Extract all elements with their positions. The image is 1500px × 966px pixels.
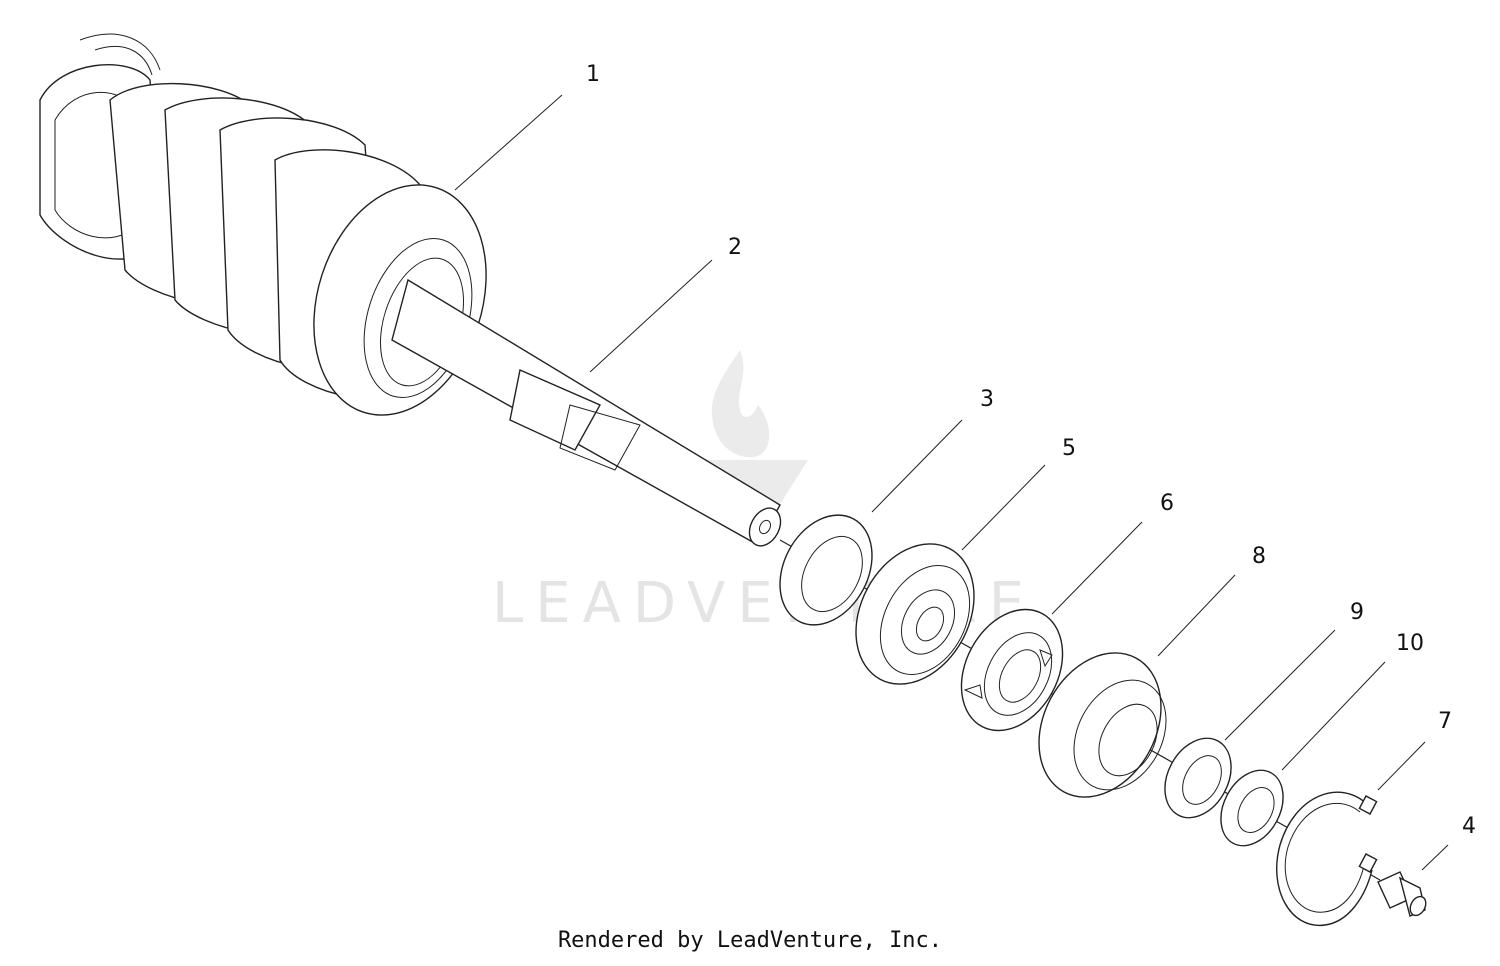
leader-2 xyxy=(589,259,713,373)
part-3-spacer xyxy=(779,514,873,626)
part-7-retaining-ring xyxy=(1276,791,1378,926)
callout-5: 5 xyxy=(1062,436,1076,461)
part-10-washer xyxy=(1220,769,1284,847)
part-9-washer xyxy=(1164,737,1232,819)
leader-9 xyxy=(1224,629,1336,741)
leader-4 xyxy=(1421,844,1449,871)
callout-10: 10 xyxy=(1396,631,1424,656)
callout-7: 7 xyxy=(1438,709,1452,734)
callout-3: 3 xyxy=(980,387,994,412)
callout-6: 6 xyxy=(1160,491,1174,516)
leader-lines xyxy=(454,94,1449,871)
callout-9: 9 xyxy=(1350,600,1364,625)
callout-8: 8 xyxy=(1252,544,1266,569)
part-8-housing xyxy=(1038,652,1167,798)
callout-2: 2 xyxy=(728,235,742,260)
leader-8 xyxy=(1157,574,1236,657)
leader-3 xyxy=(871,419,963,513)
leader-7 xyxy=(1377,741,1426,791)
callout-1: 1 xyxy=(586,62,600,87)
part-6-seal xyxy=(960,608,1064,732)
part-2-shaft xyxy=(391,278,782,547)
part-1-roller xyxy=(39,33,487,416)
part-5-bearing xyxy=(855,543,975,685)
leader-5 xyxy=(961,464,1046,551)
callout-4: 4 xyxy=(1462,814,1476,839)
callout-labels: 1 2 3 5 6 8 9 10 7 4 xyxy=(586,62,1476,839)
footer-credit: Rendered by LeadVenture, Inc. xyxy=(557,928,943,953)
leader-10 xyxy=(1281,661,1386,771)
leader-1 xyxy=(454,94,563,191)
leader-6 xyxy=(1051,521,1143,615)
part-4-grease-fitting xyxy=(1377,871,1427,917)
